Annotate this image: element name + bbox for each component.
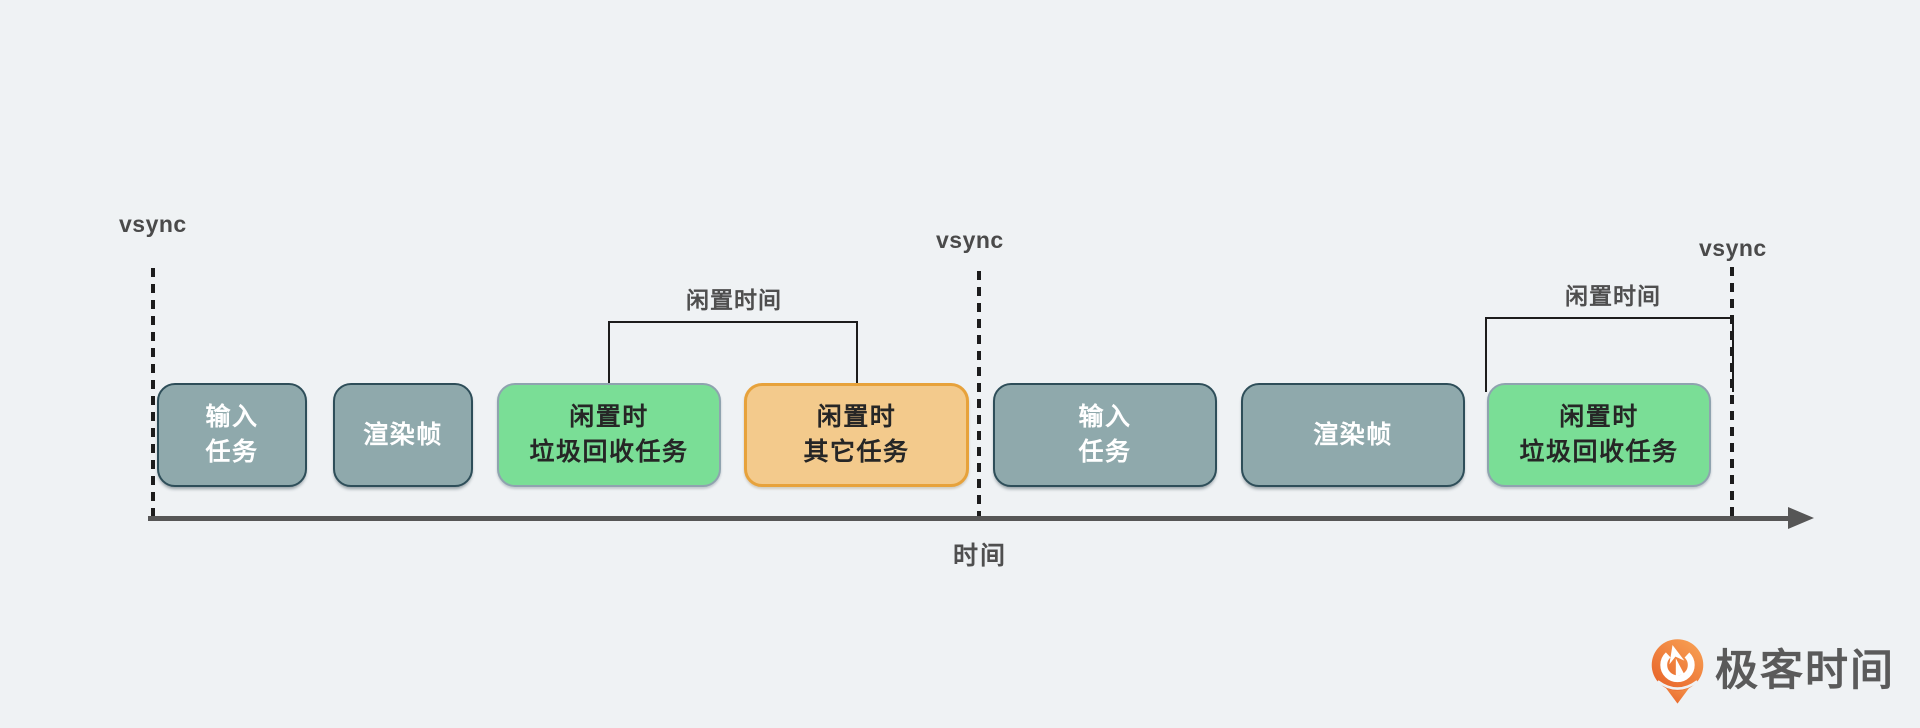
idle-time-bracket-1	[608, 321, 858, 383]
task-label-line: 垃圾回收任务	[1519, 438, 1679, 466]
idle-time-bracket-2	[1485, 317, 1734, 392]
task-label-line: 输入	[205, 403, 259, 431]
time-axis-line	[148, 516, 1792, 521]
time-axis-arrowhead-icon	[1788, 507, 1814, 529]
task-label-line: 渲染帧	[1313, 420, 1393, 449]
geektime-logo-icon	[1651, 639, 1704, 704]
task-label-line: 垃圾回收任务	[529, 438, 689, 466]
task-box-idle-gc-1: 闲置时 垃圾回收任务	[497, 383, 721, 487]
vsync-dashed-line-2	[977, 271, 981, 520]
task-box-input-2: 输入 任务	[993, 383, 1217, 487]
task-label-line: 闲置时	[816, 403, 897, 431]
vsync-dashed-line-1	[151, 268, 155, 520]
vsync-dashed-line-3	[1730, 267, 1734, 520]
task-label-line: 其它任务	[803, 438, 910, 466]
task-box-idle-gc-2: 闲置时 垃圾回收任务	[1487, 383, 1711, 487]
task-box-render-frame-2: 渲染帧	[1241, 383, 1465, 487]
task-label-line: 渲染帧	[363, 420, 443, 449]
task-label-line: 闲置时	[1559, 403, 1639, 431]
task-box-input-1: 输入 任务	[157, 383, 307, 487]
task-label-line: 任务	[1078, 438, 1132, 466]
task-box-render-frame-1: 渲染帧	[333, 383, 473, 487]
geektime-logo-text: 极客时间	[1715, 646, 1895, 695]
task-box-idle-other: 闲置时 其它任务	[744, 383, 969, 487]
idle-time-label-2: 闲置时间	[1565, 283, 1661, 309]
task-label-line: 任务	[205, 438, 259, 466]
idle-time-label-1: 闲置时间	[686, 287, 782, 313]
time-axis-label: 时间	[952, 542, 1008, 570]
vsync-label-2: vsync	[936, 227, 1004, 253]
vsync-label-1: vsync	[119, 211, 187, 237]
task-label-line: 闲置时	[569, 403, 649, 431]
vsync-label-3: vsync	[1699, 235, 1767, 261]
task-label-line: 输入	[1078, 403, 1132, 431]
geektime-logo: 极客时间	[1650, 637, 1895, 705]
